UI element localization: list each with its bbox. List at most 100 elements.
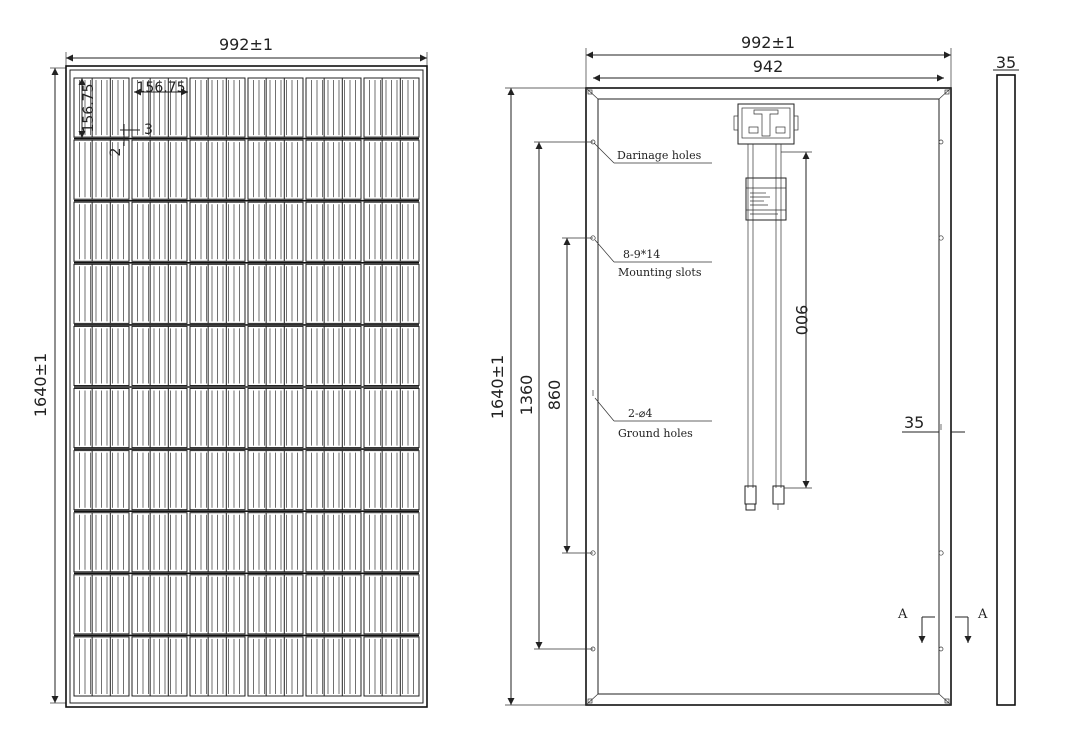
solar-cell xyxy=(363,636,420,697)
solar-cell xyxy=(247,201,304,262)
solar-cell xyxy=(305,139,362,200)
solar-cell xyxy=(247,139,304,200)
drainage-note: Darinage holes xyxy=(617,149,702,162)
ground-spec: 2-⌀4 xyxy=(628,407,652,420)
side-view: 35 xyxy=(993,53,1019,706)
solar-cell xyxy=(73,512,130,573)
label-plate xyxy=(745,177,787,221)
solar-cell xyxy=(363,450,420,511)
solar-cell xyxy=(247,263,304,324)
front-frame xyxy=(65,65,428,708)
solar-cell xyxy=(189,512,246,573)
mounting-note: Mounting slots xyxy=(618,266,702,279)
cable-length-dim: 900 xyxy=(792,305,811,336)
solar-cell xyxy=(189,636,246,697)
solar-cell xyxy=(247,325,304,386)
solar-cell xyxy=(247,450,304,511)
thickness-dim: 35 xyxy=(996,53,1016,72)
cell-height-dim: 156.75 xyxy=(81,84,97,133)
solar-cell xyxy=(363,139,420,200)
solar-cell xyxy=(363,263,420,324)
front-width-dim: 992±1 xyxy=(219,35,273,54)
solar-cell xyxy=(305,263,362,324)
solar-cell xyxy=(247,512,304,573)
back-frame xyxy=(585,87,952,706)
solar-cell xyxy=(131,512,188,573)
gap-v-dim: 2 xyxy=(108,148,124,157)
ground-note: Ground holes xyxy=(618,427,693,440)
junction-box xyxy=(733,103,799,152)
solar-cell xyxy=(73,450,130,511)
solar-cell xyxy=(247,77,304,138)
section-label-left: A xyxy=(897,607,908,622)
solar-cell xyxy=(305,325,362,386)
mount-slot xyxy=(938,235,944,241)
front-frame-inner xyxy=(69,69,424,704)
solar-cell xyxy=(305,574,362,635)
front-view: 992±1 1640±1 156.75 156.75 3 2 xyxy=(31,35,428,708)
solar-cell xyxy=(131,139,188,200)
solar-cell xyxy=(189,388,246,449)
solar-cell xyxy=(189,325,246,386)
back-height-dim: 1640±1 xyxy=(488,355,507,419)
solar-cell xyxy=(73,263,130,324)
mount-span-dim: 860 xyxy=(545,380,564,411)
section-label-right: A xyxy=(977,607,988,622)
solar-cell xyxy=(189,77,246,138)
solar-cell xyxy=(363,574,420,635)
solar-cell xyxy=(305,388,362,449)
cell-grid xyxy=(73,77,420,697)
mounting-spec: 8-9*14 xyxy=(623,248,660,261)
solar-cell xyxy=(131,388,188,449)
section-marker: A A xyxy=(897,607,988,643)
solar-cell xyxy=(305,636,362,697)
solar-cell xyxy=(363,512,420,573)
mount-slot xyxy=(938,550,944,556)
side-frame xyxy=(996,74,1016,706)
solar-cell xyxy=(305,512,362,573)
back-view: 992±1 942 1640±1 xyxy=(488,33,988,706)
solar-cell xyxy=(131,636,188,697)
solar-cell xyxy=(247,388,304,449)
solar-cell xyxy=(305,77,362,138)
frame-dim: 35 xyxy=(904,413,924,432)
solar-cell xyxy=(73,77,130,138)
solar-cell xyxy=(189,263,246,324)
solar-cell xyxy=(247,636,304,697)
drain-hole-bottom xyxy=(938,646,944,652)
solar-cell xyxy=(363,325,420,386)
solar-cell xyxy=(73,636,130,697)
gap-h-dim: 3 xyxy=(144,122,153,138)
back-frame-inner xyxy=(597,98,940,695)
solar-cell xyxy=(305,201,362,262)
solar-cell xyxy=(189,574,246,635)
solar-cell xyxy=(73,325,130,386)
solar-cell xyxy=(363,388,420,449)
solar-cell xyxy=(131,263,188,324)
back-width-dim: 992±1 xyxy=(741,33,795,52)
solar-cell xyxy=(131,325,188,386)
solar-cell xyxy=(247,574,304,635)
cell-width-dim: 156.75 xyxy=(137,80,186,96)
solar-cell xyxy=(131,201,188,262)
solar-cell xyxy=(363,201,420,262)
solar-cell xyxy=(189,201,246,262)
solar-cell xyxy=(305,450,362,511)
solar-cell xyxy=(73,201,130,262)
cables xyxy=(744,152,785,511)
solar-cell xyxy=(189,450,246,511)
front-height-dim: 1640±1 xyxy=(31,353,50,417)
solar-cell xyxy=(73,139,130,200)
drain-hole-top xyxy=(938,139,944,145)
inner-width-dim: 942 xyxy=(753,57,784,76)
solar-cell xyxy=(131,77,188,138)
solar-cell xyxy=(131,450,188,511)
frame-holes xyxy=(590,139,944,652)
solar-cell xyxy=(131,574,188,635)
solar-cell xyxy=(363,77,420,138)
solar-cell xyxy=(73,388,130,449)
drain-span-dim: 1360 xyxy=(517,375,536,416)
solar-cell xyxy=(189,139,246,200)
solar-cell xyxy=(73,574,130,635)
